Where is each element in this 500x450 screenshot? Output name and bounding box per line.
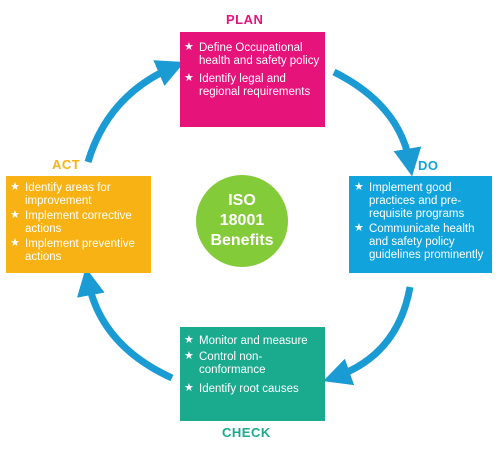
do-title: DO	[418, 158, 439, 173]
star-icon: ★	[184, 350, 194, 362]
star-icon: ★	[10, 209, 20, 221]
center-line-1: ISO	[228, 192, 256, 209]
arrow-do-to-check	[323, 286, 414, 386]
star-icon: ★	[184, 334, 194, 346]
act-item: ★ Identify areas for improvement	[10, 181, 147, 208]
do-item-text: Communicate health and safety policy gui…	[369, 223, 484, 261]
star-icon: ★	[354, 181, 364, 193]
star-icon: ★	[184, 382, 194, 394]
center-circle: ISO 18001 Benefits	[196, 175, 288, 267]
act-item-text: Identify areas for improvement	[25, 182, 111, 207]
check-item: ★ Control non-conformance	[184, 350, 321, 377]
check-box: ★ Monitor and measure ★ Control non-confor…	[180, 327, 325, 421]
center-line-3: Benefits	[210, 232, 274, 249]
act-item-text: Implement corrective actions	[25, 210, 132, 235]
star-icon: ★	[184, 41, 194, 53]
star-icon: ★	[354, 222, 364, 234]
act-item: ★ Implement corrective actions	[10, 209, 147, 236]
act-item-text: Implement preventive actions	[25, 238, 135, 263]
arrow-check-to-act	[77, 267, 174, 382]
plan-item-text: Identify legal and regional requirements	[199, 73, 311, 98]
check-item: ★ Identify root causes	[184, 382, 321, 396]
check-item-text: Monitor and measure	[199, 335, 308, 347]
do-item: ★ Implement good practices and pre-requis…	[354, 181, 488, 221]
check-item: ★ Monitor and measure	[184, 334, 321, 348]
center-line-2: 18001	[219, 212, 265, 229]
plan-item: ★ Define Occupational health and safety p…	[184, 41, 321, 68]
check-item-text: Identify root causes	[199, 383, 299, 395]
arrow-act-to-plan	[84, 60, 185, 164]
do-item-text: Implement good practices and pre-requisi…	[369, 182, 465, 220]
check-item-text: Control non-conformance	[199, 351, 266, 376]
star-icon: ★	[10, 181, 20, 193]
arrow-plan-to-do	[332, 68, 422, 177]
plan-item: ★ Identify legal and regional requirement…	[184, 72, 321, 99]
star-icon: ★	[184, 72, 194, 84]
act-box: ★ Identify areas for improvement ★ Impleme…	[6, 176, 151, 273]
star-icon: ★	[10, 237, 20, 249]
check-title: CHECK	[222, 425, 271, 440]
plan-item-text: Define Occupational health and safety po…	[199, 42, 320, 67]
act-item: ★ Implement preventive actions	[10, 237, 147, 264]
do-box: ★ Implement good practices and pre-requis…	[349, 176, 492, 273]
do-item: ★ Communicate health and safety policy gu…	[354, 222, 488, 262]
plan-title: PLAN	[226, 12, 264, 27]
act-title: ACT	[52, 157, 81, 172]
plan-box: ★ Define Occupational health and safety p…	[180, 32, 325, 127]
